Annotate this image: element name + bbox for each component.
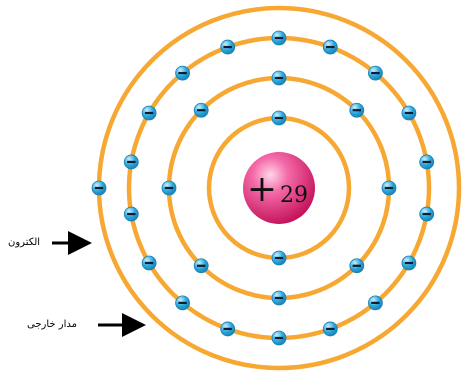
electron (401, 255, 417, 271)
minus-icon (404, 261, 414, 265)
electrons-group (91, 30, 435, 346)
electron (91, 180, 107, 196)
minus-icon (422, 212, 431, 216)
minus-icon (274, 336, 284, 340)
minus-icon (404, 111, 414, 115)
nucleus-sign: + (247, 169, 277, 210)
minus-icon (422, 160, 431, 164)
minus-icon (326, 45, 335, 49)
electron (419, 154, 435, 170)
minus-icon (274, 256, 284, 260)
minus-icon (352, 264, 361, 267)
electron (123, 206, 139, 222)
electron (381, 180, 397, 196)
electron (368, 65, 383, 81)
minus-icon (384, 186, 394, 190)
electron (123, 154, 139, 170)
electron (368, 295, 383, 311)
nucleus: + 29 (243, 152, 315, 224)
electron (271, 110, 287, 126)
electron (271, 70, 287, 86)
minus-icon (178, 301, 187, 305)
minus-icon (178, 71, 187, 75)
electron (141, 105, 157, 121)
electron (193, 102, 209, 118)
minus-icon (352, 109, 361, 112)
minus-icon (144, 111, 154, 115)
electron (175, 65, 190, 81)
electron (322, 321, 338, 337)
minus-icon (371, 301, 380, 305)
electron (271, 290, 287, 306)
electron (349, 102, 365, 118)
minus-icon (127, 160, 136, 164)
minus-icon (197, 264, 206, 267)
electron (322, 39, 338, 55)
electron (220, 321, 236, 337)
minus-icon (274, 116, 284, 120)
minus-icon (326, 327, 335, 331)
nucleus-number: 29 (280, 183, 308, 208)
electron (141, 255, 157, 271)
electron (271, 330, 287, 346)
nucleus-sphere (243, 152, 315, 224)
minus-icon (94, 186, 104, 190)
electron (220, 39, 236, 55)
minus-icon (164, 186, 174, 190)
minus-icon (223, 45, 232, 49)
electron (349, 258, 365, 274)
electron (161, 180, 177, 196)
minus-icon (371, 71, 380, 75)
minus-icon (274, 296, 284, 300)
electron (401, 105, 417, 121)
minus-icon (223, 327, 232, 331)
minus-icon (274, 36, 284, 40)
minus-icon (197, 109, 206, 112)
minus-icon (274, 76, 284, 80)
minus-icon (127, 212, 136, 216)
minus-icon (144, 261, 154, 265)
electron (175, 295, 190, 311)
electron (271, 250, 287, 266)
electron-label: الکترون (8, 237, 41, 248)
electron (419, 206, 435, 222)
electron (193, 258, 209, 274)
outer-orbit-label: مدار خارجی (27, 319, 77, 330)
electron (271, 30, 287, 46)
